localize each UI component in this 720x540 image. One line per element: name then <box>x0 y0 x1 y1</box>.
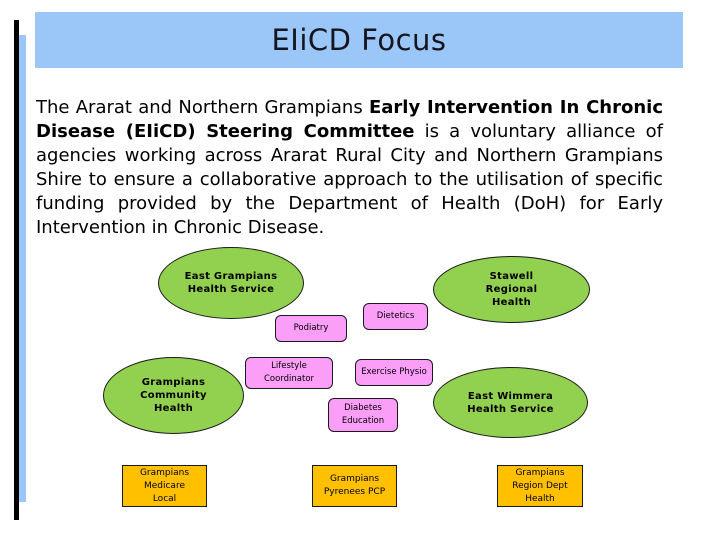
intro-paragraph: The Ararat and Northern Grampians Early … <box>36 96 663 240</box>
ellipse-east-grampians-health-service: East Grampians Health Service <box>158 247 304 319</box>
accent-bar-black <box>14 20 19 520</box>
node-label: Grampians Pyrenees PCP <box>323 474 386 497</box>
node-label: Grampians Community Health <box>140 377 207 414</box>
node-label: Grampians Region Dept Health <box>512 467 568 504</box>
node-label: Lifestyle Coordinator <box>263 361 315 384</box>
program-box-diabetes-education: Diabetes Education <box>328 398 398 432</box>
node-label: Exercise Physio <box>361 367 427 377</box>
program-box-dietetics: Dietetics <box>363 303 428 330</box>
ellipse-east-wimmera-health-service: East Wimmera Health Service <box>433 367 588 438</box>
node-label: Dietetics <box>376 311 415 321</box>
program-box-exercise-physio: Exercise Physio <box>355 359 433 386</box>
ellipse-grampians-community-health: Grampians Community Health <box>103 357 244 434</box>
partner-box-grampians-medicare-local: Grampians Medicare Local <box>122 465 207 507</box>
node-label: Podiatry <box>293 323 329 333</box>
node-label: Grampians Medicare Local <box>139 467 190 504</box>
partner-box-grampians-region-dept-health: Grampians Region Dept Health <box>497 465 583 507</box>
ellipse-stawell-regional-health: Stawell Regional Health <box>433 256 590 323</box>
node-label: Diabetes Education <box>341 403 385 426</box>
program-box-podiatry: Podiatry <box>275 315 347 342</box>
page-title: EIiCD Focus <box>271 23 447 57</box>
node-label: East Grampians Health Service <box>184 271 278 295</box>
node-label: East Wimmera Health Service <box>467 390 554 415</box>
title-bar: EIiCD Focus <box>35 12 683 68</box>
program-box-lifestyle-coordinator: Lifestyle Coordinator <box>245 357 333 389</box>
accent-bar-blue <box>19 35 26 502</box>
node-label: Stawell Regional Health <box>485 271 538 308</box>
paragraph-lead: The Ararat and Northern Grampians <box>36 97 369 118</box>
paragraph-bold: Early Intervention In Chronic Disease (E… <box>36 97 663 142</box>
partner-box-grampians-pyrenees-pcp: Grampians Pyrenees PCP <box>312 465 397 507</box>
paragraph-rest: is a voluntary alliance of agencies work… <box>36 121 663 238</box>
